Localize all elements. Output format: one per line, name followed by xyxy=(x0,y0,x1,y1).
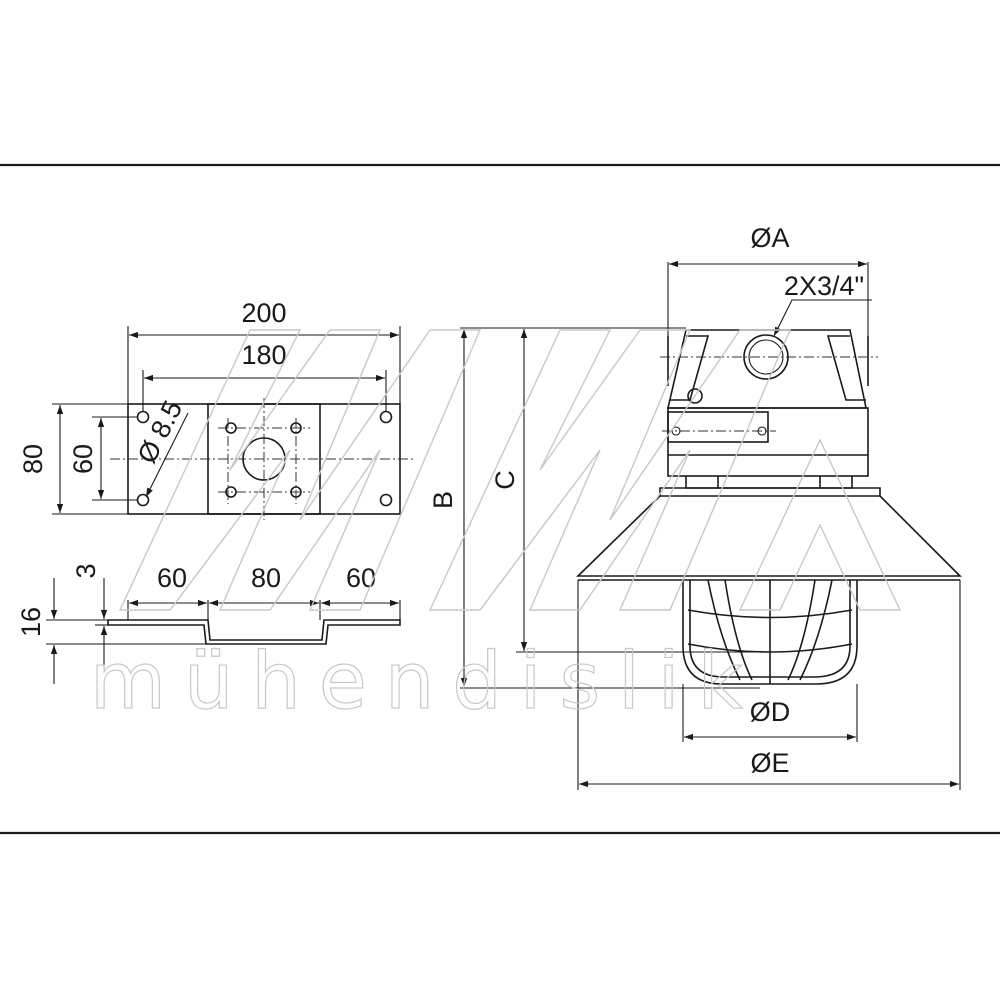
wire-guard-outer xyxy=(682,580,858,685)
watermark: mühendislik xyxy=(89,329,902,728)
fixture-view: ØA 2X3/4" B C ØD ØE xyxy=(428,223,962,790)
dim-line-cable-entry-leader xyxy=(773,299,872,337)
dim-label-hole-diameter: Ø 8.5 xyxy=(132,396,189,468)
dim-label-60-right: 60 xyxy=(346,563,376,593)
watermark-logo xyxy=(118,329,482,611)
dim-label-dia-e: ØE xyxy=(750,748,789,778)
dim-label-80-center: 80 xyxy=(251,563,281,593)
reflector-shade xyxy=(576,487,962,577)
dim-label-height-b: B xyxy=(428,491,458,509)
bracket-top-view: 200 180 80 60 Ø 8.5 xyxy=(18,298,415,520)
center-hole xyxy=(242,437,286,481)
mounting-hole-tr xyxy=(379,410,393,424)
dim-label-thickness: 3 xyxy=(71,563,101,578)
dim-label-60v: 60 xyxy=(68,444,98,474)
dim-label-200: 200 xyxy=(241,298,286,328)
label-plate xyxy=(667,411,769,443)
dim-label-60-left: 60 xyxy=(157,563,187,593)
center-hole-small-bl xyxy=(225,486,237,498)
junction-box-top xyxy=(666,329,867,409)
watermark-text: mühendislik xyxy=(90,637,761,727)
dim-label-16: 16 xyxy=(16,607,46,637)
dim-label-dia-d: ØD xyxy=(750,697,791,727)
bracket-side-view: 60 80 60 3 16 xyxy=(16,563,401,684)
dim-label-180: 180 xyxy=(241,340,286,370)
dim-label-height-c: C xyxy=(490,470,520,490)
center-hole-small-tl xyxy=(225,422,237,434)
center-hole-small-tr xyxy=(290,422,302,434)
center-hole-small-br xyxy=(290,486,302,498)
mounting-hole-tl xyxy=(136,410,150,424)
dim-label-cable-entry: 2X3/4" xyxy=(784,271,864,301)
dim-label-dia-a: ØA xyxy=(750,223,789,253)
dim-label-80: 80 xyxy=(18,444,48,474)
dim-line-hole-leader xyxy=(145,412,189,498)
bracket-profile xyxy=(107,619,401,645)
mounting-hole-br xyxy=(379,493,393,507)
screw-head xyxy=(687,388,703,404)
